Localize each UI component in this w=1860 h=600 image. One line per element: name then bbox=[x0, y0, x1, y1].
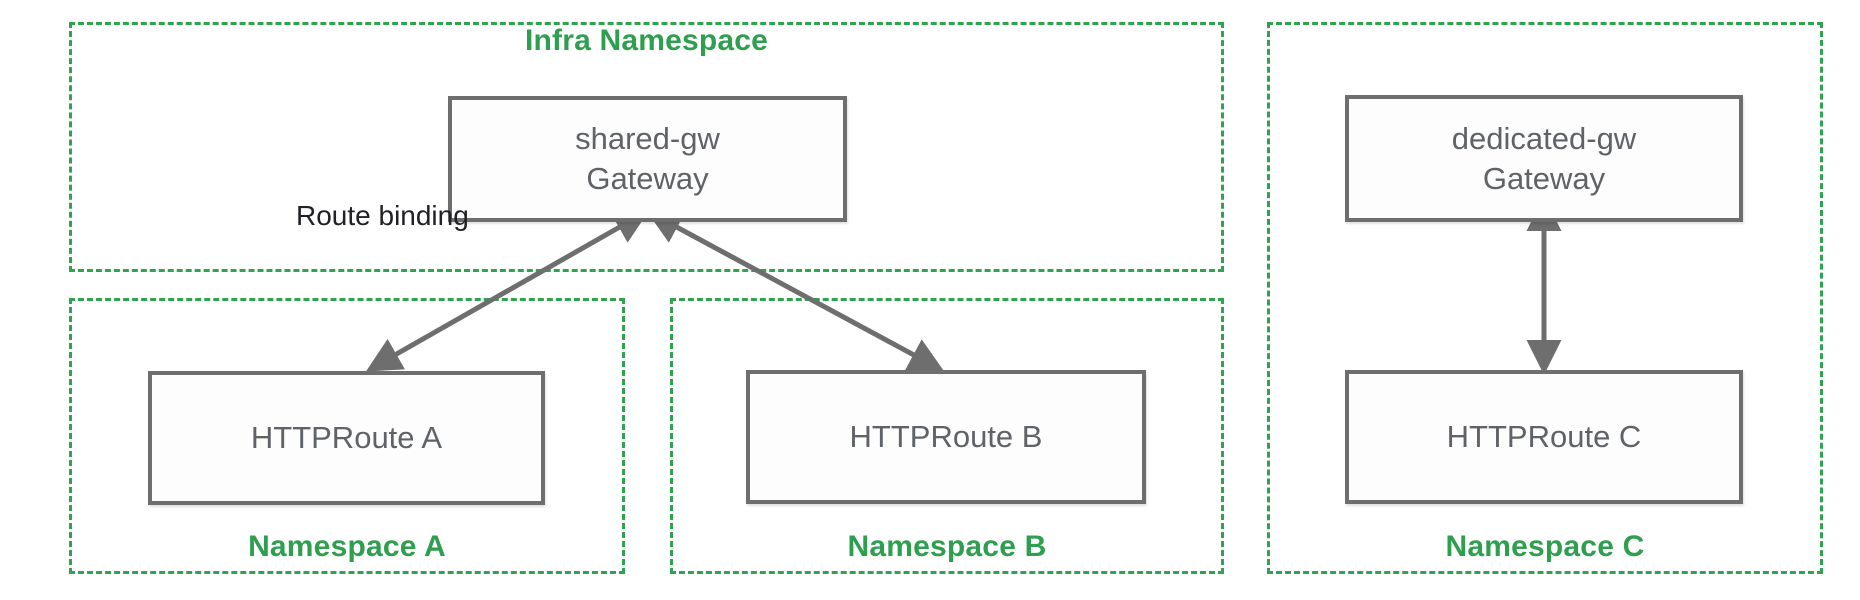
namespace-b-label: Namespace B bbox=[847, 530, 1047, 563]
namespace-c-container bbox=[1267, 22, 1823, 574]
node-httproute-c-label: HTTPRoute C bbox=[1446, 419, 1642, 455]
node-dedicated-gw-gateway[interactable]: dedicated-gw Gateway bbox=[1345, 95, 1743, 222]
namespace-infra-label: Infra Namespace bbox=[524, 24, 769, 57]
namespace-a-container bbox=[69, 298, 625, 574]
node-httproute-a[interactable]: HTTPRoute A bbox=[148, 371, 545, 505]
namespace-c-label: Namespace C bbox=[1445, 530, 1645, 563]
edge-label-route-binding: Route binding bbox=[296, 200, 469, 231]
node-dedicated-gw-line1: dedicated-gw bbox=[1451, 120, 1637, 156]
node-httproute-c[interactable]: HTTPRoute C bbox=[1345, 370, 1743, 504]
node-dedicated-gw-line2: Gateway bbox=[1482, 160, 1606, 196]
node-httproute-b-label: HTTPRoute B bbox=[849, 419, 1043, 455]
node-httproute-a-label: HTTPRoute A bbox=[250, 420, 443, 456]
node-shared-gw-line1: shared-gw bbox=[575, 121, 720, 157]
node-shared-gw-gateway[interactable]: shared-gw Gateway bbox=[448, 96, 847, 222]
node-shared-gw-line2: Gateway bbox=[586, 161, 709, 196]
node-httproute-b[interactable]: HTTPRoute B bbox=[746, 370, 1146, 504]
namespace-b-container bbox=[670, 298, 1224, 574]
namespace-a-label: Namespace A bbox=[248, 530, 446, 563]
